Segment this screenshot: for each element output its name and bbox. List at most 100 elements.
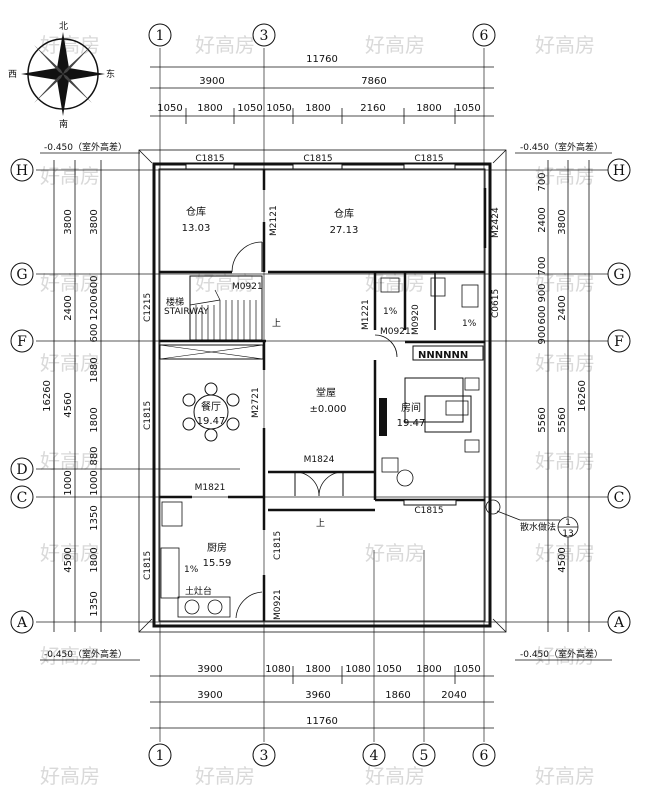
- dimension: 1050: [157, 103, 182, 114]
- window-label: C1815: [303, 154, 332, 164]
- dimension: 1800: [89, 407, 100, 432]
- compass-south-arrow: [57, 74, 69, 116]
- dimension: 1800: [305, 103, 330, 114]
- compass-north-arrow: [57, 32, 69, 74]
- axis-bubble: [412, 743, 436, 767]
- axis-label: G: [16, 267, 27, 283]
- room-name: 房间: [401, 401, 421, 414]
- dimension: 1800: [197, 103, 222, 114]
- dimension: 4500: [63, 547, 74, 572]
- right-dimension-lines: [547, 160, 590, 632]
- detail-ref-number: 1: [565, 518, 571, 528]
- dimension: 4560: [63, 392, 74, 417]
- stove-counter: [177, 596, 231, 618]
- room-storage-2: 仓库 27.13: [330, 207, 359, 236]
- dimension: 2400: [537, 207, 548, 232]
- dining-divider: [159, 344, 264, 360]
- watermark: 好高房: [535, 644, 595, 668]
- dimension: 1000: [89, 470, 100, 495]
- watermark: 好高房: [535, 271, 595, 295]
- compass-east-arrow: [63, 68, 105, 80]
- window-label: C0615: [491, 289, 501, 318]
- door-label: M1221: [361, 299, 371, 330]
- dimension: 600: [89, 323, 100, 342]
- door-label: M0921: [232, 282, 263, 292]
- dimension: 3800: [557, 209, 568, 234]
- dimension: 600: [537, 305, 548, 324]
- left-dimension-text: 16260 3800 2400 4560 1000 4500 3800 600 …: [42, 209, 100, 616]
- interior-walls: [159, 169, 487, 621]
- window-label: C1815: [143, 551, 153, 580]
- dimension-total: 11760: [306, 716, 338, 727]
- dimension: 2160: [360, 103, 385, 114]
- fridge-icon: [161, 501, 183, 527]
- dimension: 1080: [265, 664, 290, 675]
- dining-table: 餐厅 19.47: [182, 382, 240, 442]
- bottom-dimension-text: 3900 1080 1800 1080 1050 1800 1050 3900 …: [197, 664, 480, 727]
- kitchen: 1% 土灶台 厨房 15.59: [160, 501, 232, 618]
- compass-west-arrow: [21, 68, 63, 80]
- stove-burner-icon: [207, 599, 223, 615]
- door-swing: [231, 241, 263, 273]
- room-level: ±0.000: [309, 404, 346, 415]
- watermark: 好高房: [365, 541, 425, 565]
- dimension: 1800: [305, 664, 330, 675]
- main-entrance: M1824 上: [294, 455, 344, 529]
- windows-top: [185, 163, 456, 170]
- axis-label: 1: [156, 28, 165, 44]
- stair-label-cn: 楼梯: [166, 296, 184, 308]
- counter-icon: [160, 547, 180, 599]
- room-area: 15.59: [203, 558, 232, 569]
- room-name: 仓库: [334, 207, 354, 220]
- watermark: 好高房: [195, 764, 255, 788]
- compass-north-label: 北: [59, 21, 68, 32]
- dimension: 5560: [537, 407, 548, 432]
- dimension: 1080: [345, 664, 370, 675]
- axis-label: 5: [420, 748, 429, 764]
- window-label: C1815: [414, 506, 443, 516]
- axis-label: 3: [260, 28, 269, 44]
- chair-icon: [396, 469, 414, 487]
- elevation-label: -0.450（室外高差）: [520, 648, 603, 660]
- dimension: 1200: [89, 295, 100, 320]
- dimension: 1050: [237, 103, 262, 114]
- dimension: 4500: [557, 547, 568, 572]
- dimension-total: 11760: [306, 54, 338, 65]
- axis-bubble: [10, 329, 34, 353]
- dimension: 1050: [376, 664, 401, 675]
- watermark: 好高房: [535, 764, 595, 788]
- door-label: M1824: [304, 455, 335, 465]
- sink-icon: [380, 277, 400, 293]
- axis-bubble: [607, 485, 631, 509]
- axis-bubble: [10, 485, 34, 509]
- dimension: 700: [537, 256, 548, 275]
- nightstand-icon: [464, 377, 480, 391]
- dimension: 3900: [197, 664, 222, 675]
- dimension: 1800: [416, 664, 441, 675]
- watermark: 好高房: [40, 351, 100, 375]
- window-label: C1815: [273, 531, 283, 560]
- tv-cabinet: [379, 398, 387, 436]
- elevation-label: -0.450（室外高差）: [520, 141, 603, 153]
- watermark: 好高房: [535, 33, 595, 57]
- door-swing: [235, 591, 263, 619]
- axis-label: F: [17, 334, 27, 350]
- axis-label: 6: [480, 28, 489, 44]
- compass-rose: 北 南 西 东: [8, 21, 115, 130]
- compass-diagonal: [63, 74, 92, 103]
- dimension: 880: [89, 446, 100, 465]
- top-dimension-lines: [150, 66, 494, 124]
- axis-bubble: [472, 23, 496, 47]
- bedroom: 房间 19.47: [379, 377, 480, 487]
- room-name: 堂屋: [316, 387, 336, 399]
- compass-diagonal: [34, 74, 63, 103]
- axis-bubble: [148, 23, 172, 47]
- watermark: 好高房: [40, 541, 100, 565]
- room-area: 19.47: [197, 416, 226, 427]
- window-label: C1815: [195, 154, 224, 164]
- bottom-axis-bubbles: 1 3 4 5 6: [148, 743, 496, 767]
- slope-label: 1%: [383, 307, 398, 317]
- bottom-dimension-lines: [150, 666, 494, 729]
- right-dimension-text: 700 2400 700 900 600 900 5560 3800 2400 …: [537, 172, 588, 572]
- door-label: M2424: [491, 207, 501, 238]
